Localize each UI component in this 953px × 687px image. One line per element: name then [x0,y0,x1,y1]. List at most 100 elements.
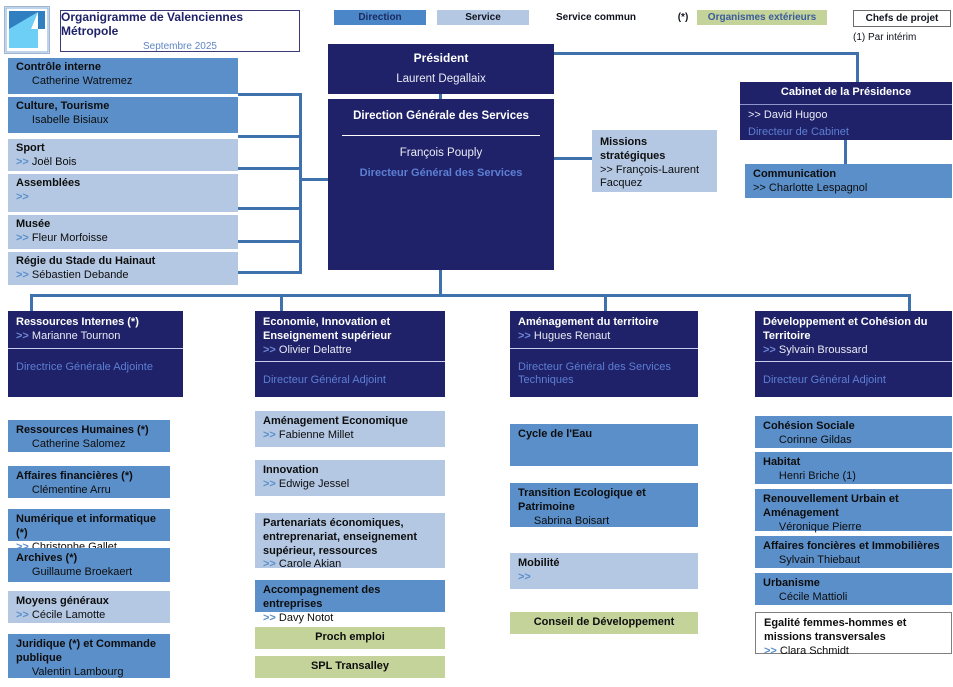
node-president: Président Laurent Degallaix [328,44,554,94]
service-title: Egalité femmes-hommes et missions transv… [764,617,907,643]
connector-president-to-dgs [439,94,442,100]
service-title: Transition Ecologique et Patrimoine [518,487,646,513]
node-service-c3-2: Transition Ecologique et Patrimoine>> Sa… [510,483,698,527]
page-date: Septembre 2025 [143,41,217,52]
directorate-role: Directeur Général Adjoint [263,374,386,387]
node-missions-strategiques: Missions stratégiques >> François-Lauren… [592,130,717,192]
connector-left-5 [238,240,302,243]
legend-service-commun-star: (*) [677,12,689,23]
connector-left-3 [238,167,302,170]
service-title: Conseil de Développement [533,616,675,629]
node-service-c2-1: Aménagement Economique>> Fabienne Millet [255,411,445,447]
service-name: >> Henri Briche (1) [763,469,856,482]
service-name: >> Fabienne Millet [263,428,354,441]
directorate-title: Ressources Internes (*) [16,316,139,328]
service-title: Cycle de l'Eau [518,428,593,440]
left-service-name: >> Isabelle Bisiaux [16,113,109,126]
connector-cabinet-to-communication [844,140,847,164]
service-title: SPL Transalley [310,660,390,673]
communication-title: Communication [753,168,837,180]
node-left-service-4: Assemblées>> [8,174,238,212]
connector-left-spine [299,93,302,274]
connector-bus-stem-3 [604,294,607,312]
connector-president-to-cabinet [554,52,858,55]
logo-graphic [5,7,49,53]
legend-chefs-de-projet: Chefs de projet [853,10,951,27]
legend-service-commun: Service commun [556,12,637,23]
left-service-title: Sport [16,142,45,154]
missions-title: Missions stratégiques [600,136,666,162]
left-service-name: >> Fleur Morfoisse [16,231,108,244]
legend-service: Service [437,10,529,25]
service-name: >> [518,441,531,454]
service-title: Partenariats économiques, entreprenariat… [263,517,418,557]
left-service-title: Régie du Stade du Hainaut [16,255,156,267]
node-communication: Communication >> Charlotte Lespagnol [745,164,952,198]
node-service-c4-6: Egalité femmes-hommes et missions transv… [755,612,952,657]
legend-organismes-exterieurs: Organismes extérieurs [697,10,827,25]
missions-name: >> François-Laurent Facquez [600,163,700,190]
communication-name: >> Charlotte Lespagnol [753,181,868,194]
dgs-name: François Pouply [399,147,483,160]
left-service-name: >> [16,190,29,203]
cabinet-name: >> David Hugoo [748,108,828,121]
service-title: Innovation [263,464,319,476]
connector-left-1 [238,93,302,96]
service-title: Ressources Humaines (*) [16,424,149,436]
node-service-c4-4: Affaires foncières et Immobilières>> Syl… [755,536,952,568]
service-title: Mobilité [518,557,560,569]
node-service-c3-1: Cycle de l'Eau>> [510,424,698,466]
service-title: Juridique (*) et Commande publique [16,638,156,664]
node-service-c3-3: Mobilité>> [510,553,698,589]
directorate-title: Aménagement du territoire [518,316,659,328]
service-name: >> Davy Notot [263,611,334,624]
service-title: Aménagement Economique [263,415,408,427]
node-service-c1-4: Archives (*)>> Guillaume Broekaert [8,548,170,582]
legend-direction: Direction [334,10,426,25]
service-name: >> Véronique Pierre [763,520,862,533]
page-title: Organigramme de Valenciennes Métropole [61,10,244,38]
connector-main-bus [30,294,910,297]
node-service-c1-3: Numérique et informatique (*)>> Christop… [8,509,170,553]
connector-dgs-bus-drop [439,270,442,295]
node-left-service-6: Régie du Stade du Hainaut>> Sébastien De… [8,252,238,285]
directorate-title: Développement et Cohésion du Territoire [763,316,928,342]
directorate-name: >> Marianne Tournon [16,329,121,342]
left-service-title: Musée [16,218,51,230]
left-service-title: Assemblées [16,177,81,189]
directorate-role: Directrice Générale Adjointe [16,360,153,373]
legend-interim-note: (1) Par intérim [853,32,917,43]
service-name: >> Sylvain Thiebaut [763,553,861,566]
service-title: Affaires foncières et Immobilières [763,540,940,552]
service-title: Accompagnement des entreprises [263,584,381,610]
service-title: Moyens généraux [16,595,109,607]
service-title: Archives (*) [16,552,78,564]
node-service-c4-3: Renouvellement Urbain et Aménagement>> V… [755,489,952,533]
chart-title-box: Organigramme de Valenciennes Métropole S… [60,10,300,52]
president-title: Président [413,51,469,65]
connector-dgs-to-missions [554,157,592,160]
service-title: Numérique et informatique (*) [16,513,156,539]
node-service-c1-5: Moyens généraux>> Cécile Lamotte [8,591,170,623]
node-left-service-5: Musée>> Fleur Morfoisse [8,215,238,249]
service-name: >> Sabrina Boisart [518,514,610,527]
node-direction-generale-services: Direction Générale des Services François… [328,99,554,270]
node-directorate-head-3: Aménagement du territoire>> Hugues Renau… [510,311,698,397]
node-service-c2-4: Accompagnement des entreprises>> Davy No… [255,580,445,624]
directorate-role: Directeur Général des Services Technique… [518,360,671,387]
connector-bus-stem-2 [280,294,283,312]
node-left-service-2: Culture, Tourisme>> Isabelle Bisiaux [8,97,238,133]
service-name: >> Clara Schmidt [764,644,849,657]
node-service-c1-6: Juridique (*) et Commande publique>> Val… [8,634,170,678]
node-left-service-1: Contrôle interne>> Catherine Watremez [8,58,238,94]
service-name: >> Cécile Mattioli [763,590,848,603]
node-directorate-head-2: Economie, Innovation et Enseignement sup… [255,311,445,397]
directorate-role: Directeur Général Adjoint [763,374,886,387]
node-service-c4-1: Cohésion Sociale>> Corinne Gildas [755,416,952,448]
directorate-name: >> Hugues Renaut [518,329,611,342]
node-service-c2-6: SPL Transalley [255,656,445,678]
connector-bus-stem-1 [30,294,33,312]
service-title: Habitat [763,456,801,468]
left-service-name: >> Catherine Watremez [16,74,133,87]
connector-left-4 [238,207,302,210]
